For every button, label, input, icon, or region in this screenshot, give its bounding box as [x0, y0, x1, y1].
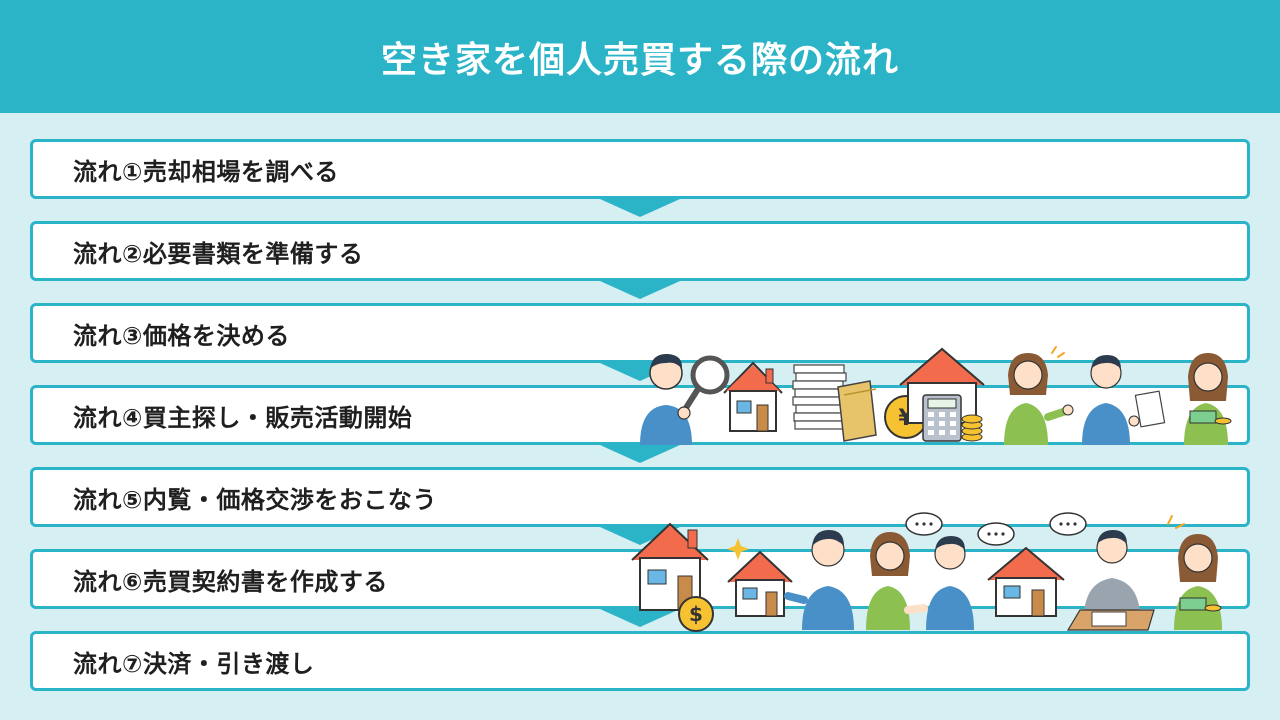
step-3-box: 流れ③価格を決める	[30, 303, 1250, 363]
step-7-box: 流れ⑦決済・引き渡し	[30, 631, 1250, 691]
step-5-label: 流れ⑤内覧・価格交渉をおこなう	[73, 485, 437, 514]
svg-text:$: $	[689, 602, 703, 626]
speech-bubble-icon	[905, 512, 943, 536]
house-icon	[987, 546, 1065, 617]
speech-bubble-icon	[977, 522, 1015, 546]
man-signing-contract-icon	[1066, 530, 1155, 631]
illustration-viewing-contract: $	[631, 512, 1222, 632]
speech-bubble-icon	[1049, 512, 1087, 536]
step-1-box: 流れ①売却相場を調べる	[30, 139, 1250, 199]
step-7-label: 流れ⑦決済・引き渡し	[73, 649, 315, 678]
step-2-arrow-icon	[600, 281, 680, 299]
house-icon	[723, 361, 783, 432]
woman-holding-money-icon	[1167, 515, 1222, 630]
header-banner: 空き家を個人売買する際の流れ	[0, 0, 1280, 113]
page-title: 空き家を個人売買する際の流れ	[380, 39, 899, 81]
step-1-label: 流れ①売却相場を調べる	[73, 157, 339, 186]
step-2-box: 流れ②必要書類を準備する	[30, 221, 1250, 281]
folder-icon	[837, 380, 877, 442]
step-6-label: 流れ⑥売買契約書を作成する	[73, 567, 388, 596]
woman-holding-money-icon	[1184, 353, 1232, 445]
step-2-label: 流れ②必要書類を準備する	[73, 239, 364, 268]
step-1-arrow-icon	[600, 199, 680, 217]
step-4-arrow-icon	[600, 445, 680, 463]
step-4-label: 流れ④買主探し・販売活動開始	[73, 403, 413, 432]
man-presenting-icon	[784, 530, 854, 630]
coins-icon	[961, 414, 983, 442]
house-dollar-icon: $	[631, 522, 714, 632]
handshake-icon	[866, 532, 974, 630]
step-5-box: 流れ⑤内覧・価格交渉をおこなう	[30, 467, 1250, 527]
illustration-research-prepare: ¥	[640, 346, 1232, 445]
woman-gesturing-icon	[1004, 346, 1074, 445]
calculator-icon	[922, 394, 962, 442]
house-sparkle-icon	[727, 538, 793, 617]
step-3-label: 流れ③価格を決める	[73, 321, 290, 350]
man-holding-paper-icon	[1082, 355, 1166, 445]
step-6-arrow-icon	[600, 609, 680, 627]
person-magnifier-icon	[640, 353, 730, 445]
document-stack-icon	[792, 364, 847, 430]
